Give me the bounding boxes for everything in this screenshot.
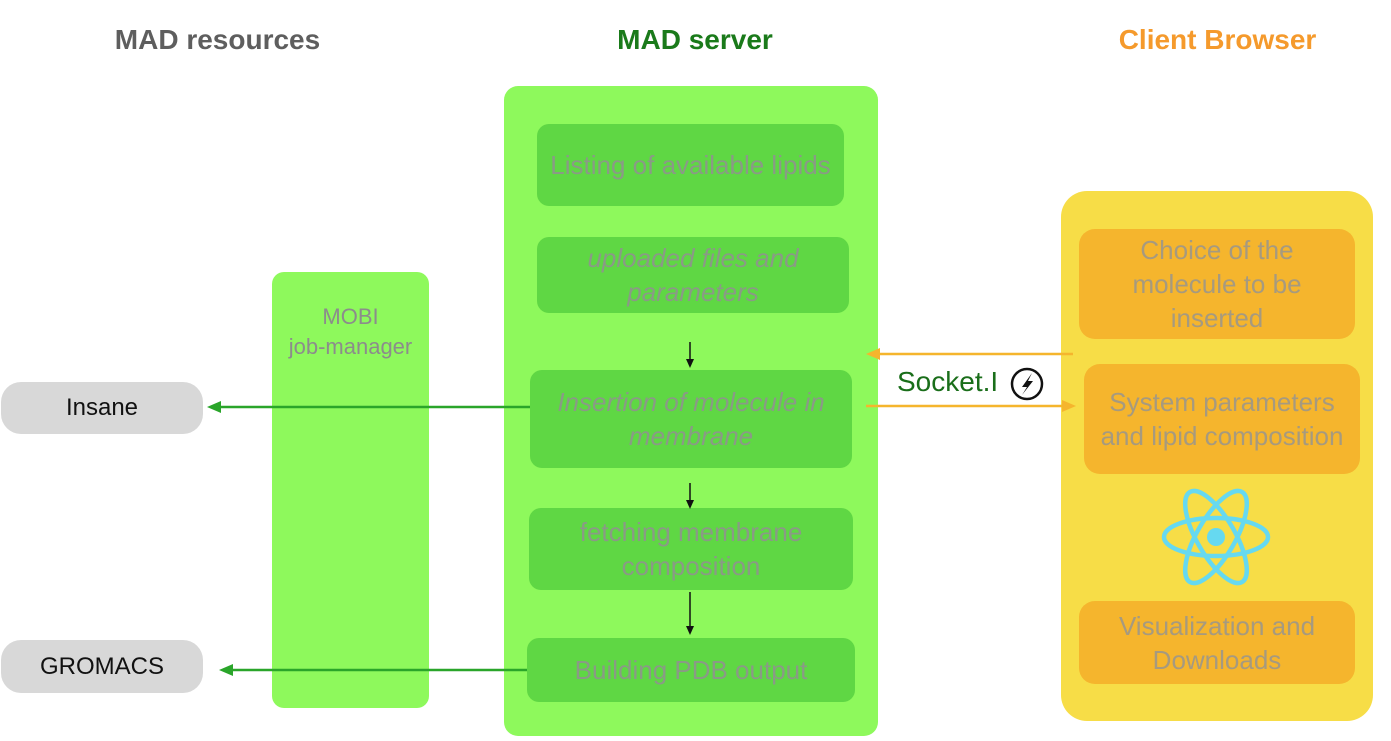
building-pdb-box: Building PDB output — [527, 638, 855, 702]
visual-label-line2: Downloads — [1152, 644, 1282, 675]
fetching-label-line1: fetching membrane — [579, 517, 803, 547]
uploaded-files-label-line1: uploaded files and — [587, 243, 799, 273]
header-mad-server: MAD server — [617, 24, 773, 55]
choice-label-line3: inserted — [1170, 303, 1264, 333]
listing-lipids-box: Listing of available lipids — [537, 124, 844, 206]
socketio-icon — [1010, 367, 1044, 401]
uploaded-files-label-line2: parameters — [627, 277, 759, 307]
insane-box: Insane — [1, 382, 203, 434]
building-pdb-label: Building PDB output — [574, 655, 808, 685]
arrow-uploaded-to-insertion — [686, 342, 694, 368]
react-icon — [1161, 488, 1271, 586]
choice-label-line2: molecule to be — [1132, 269, 1302, 299]
arrow-building-to-gromacs — [219, 664, 527, 676]
listing-lipids-label: Listing of available lipids — [550, 150, 831, 180]
header-mad-resources: MAD resources — [114, 24, 321, 55]
system-label-line1: System parameters — [1109, 387, 1335, 417]
arrow-fetching-to-building — [686, 592, 694, 635]
insertion-box: Insertion of molecule in membrane — [530, 370, 852, 468]
system-label-line2: and lipid composition — [1100, 421, 1344, 451]
insertion-label-line1: Insertion of molecule in — [557, 387, 825, 417]
choice-label-line1: Choice of the — [1140, 235, 1294, 265]
header-client-browser: Client Browser — [1118, 24, 1317, 55]
visual-label-line1: Visualization and — [1118, 610, 1316, 641]
arrow-server-to-client — [866, 400, 1076, 412]
system-parameters-box: System parameters and lipid composition — [1084, 364, 1360, 474]
insertion-label-line2: membrane — [628, 421, 754, 451]
mobi-job-manager-label: MOBI job-manager — [272, 302, 429, 362]
arrow-insertion-to-fetching — [686, 483, 694, 509]
uploaded-files-box: uploaded files and parameters — [537, 237, 849, 313]
choice-molecule-box: Choice of the molecule to be inserted — [1079, 229, 1355, 339]
arrow-client-to-server — [866, 348, 1073, 360]
gromacs-label: GROMACS — [39, 652, 164, 680]
gromacs-box: GROMACS — [1, 640, 203, 693]
socket-io-label: Socket.I — [897, 366, 999, 397]
arrow-insertion-to-insane — [207, 401, 530, 413]
mobi-job-manager-panel — [272, 272, 429, 708]
visualization-downloads-box: Visualization and Downloads — [1079, 601, 1355, 684]
mobi-label-line1: MOBI — [322, 304, 379, 329]
insane-label: Insane — [65, 394, 139, 421]
mobi-label-line2: job-manager — [288, 334, 413, 359]
fetching-label-line2: composition — [621, 551, 761, 581]
fetching-composition-box: fetching membrane composition — [529, 508, 853, 590]
